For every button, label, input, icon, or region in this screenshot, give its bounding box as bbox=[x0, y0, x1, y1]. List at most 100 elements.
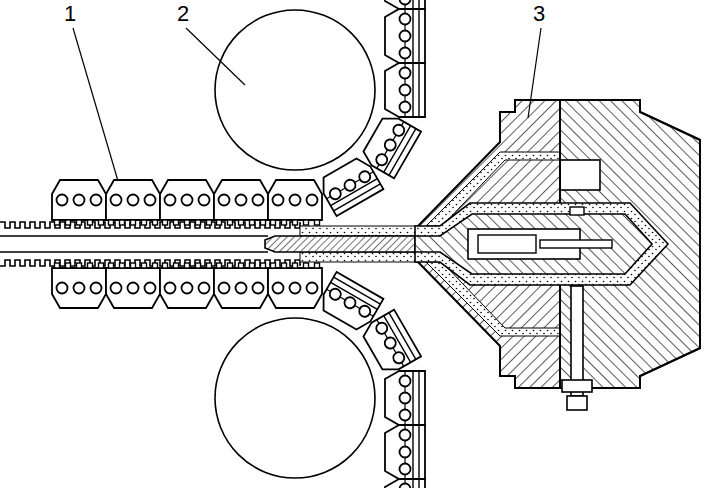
block-plate bbox=[389, 129, 416, 176]
melt-channel bbox=[415, 203, 668, 285]
block-tooth bbox=[88, 263, 93, 268]
mandrel bbox=[415, 214, 652, 274]
die-part bbox=[560, 160, 600, 190]
block-tooth bbox=[293, 263, 298, 268]
mould-block bbox=[385, 425, 425, 479]
block-tooth bbox=[120, 220, 125, 225]
block-tooth bbox=[174, 263, 179, 268]
block-tooth bbox=[282, 220, 287, 225]
mould-block bbox=[160, 180, 214, 225]
block-plate bbox=[412, 371, 413, 425]
chain-roller bbox=[357, 304, 372, 319]
pin bbox=[570, 207, 584, 215]
chain-roller bbox=[400, 464, 411, 475]
block-body bbox=[52, 180, 106, 220]
block-tooth bbox=[120, 263, 125, 268]
block-tooth bbox=[228, 263, 233, 268]
block-tooth bbox=[142, 263, 147, 268]
chain-roller bbox=[400, 484, 411, 488]
chain-roller bbox=[91, 195, 102, 206]
chain-roller bbox=[57, 195, 68, 206]
chain-roller bbox=[219, 195, 230, 206]
mould-block bbox=[385, 479, 425, 488]
mould-block bbox=[385, 63, 425, 117]
chain-roller bbox=[400, 410, 411, 421]
block-tooth bbox=[217, 220, 222, 225]
chain-roller bbox=[400, 68, 411, 79]
pipe-wall bbox=[0, 235, 268, 237]
block-body bbox=[385, 9, 425, 63]
chain-roller bbox=[128, 195, 139, 206]
pipe-wall bbox=[0, 251, 268, 253]
chain-roller bbox=[253, 283, 264, 294]
block-plate bbox=[389, 313, 416, 360]
block-tooth bbox=[239, 220, 244, 225]
block-tooth bbox=[131, 220, 136, 225]
joint-line bbox=[559, 285, 561, 388]
block-tooth bbox=[163, 263, 168, 268]
pin bbox=[540, 240, 612, 248]
block-plate bbox=[418, 371, 419, 425]
melt bbox=[300, 252, 418, 262]
chain-roller bbox=[400, 430, 411, 441]
chain-roller bbox=[273, 283, 284, 294]
mould-block bbox=[160, 263, 214, 308]
chain-roller bbox=[165, 283, 176, 294]
block-tooth bbox=[99, 263, 104, 268]
block-body bbox=[359, 112, 421, 179]
block-body bbox=[214, 180, 268, 220]
block-tooth bbox=[131, 263, 136, 268]
block-tooth bbox=[153, 263, 158, 268]
block-body bbox=[160, 180, 214, 220]
chain-roller bbox=[400, 31, 411, 42]
block-tooth bbox=[55, 263, 60, 268]
mould-block bbox=[268, 263, 322, 308]
chain-roller bbox=[342, 295, 357, 310]
chain-roller bbox=[290, 195, 301, 206]
chain-roller bbox=[357, 169, 372, 184]
block-tooth bbox=[293, 220, 298, 225]
block-tooth bbox=[315, 263, 320, 268]
sprocket bbox=[215, 318, 375, 478]
block-body bbox=[385, 479, 425, 488]
block-tooth bbox=[228, 220, 233, 225]
block-body bbox=[106, 268, 160, 308]
block-plate bbox=[334, 184, 381, 211]
block-tooth bbox=[217, 263, 222, 268]
block-tooth bbox=[304, 220, 309, 225]
sprocket bbox=[215, 10, 375, 170]
block-tooth bbox=[77, 263, 82, 268]
block-tooth bbox=[196, 220, 201, 225]
chain-roller bbox=[128, 283, 139, 294]
mould-block bbox=[385, 371, 425, 425]
callout-number: 1 bbox=[62, 2, 78, 26]
mould-block bbox=[268, 180, 322, 225]
bolt-head bbox=[567, 396, 587, 410]
chain-roller bbox=[273, 195, 284, 206]
melt bbox=[300, 226, 418, 236]
block-tooth bbox=[66, 263, 71, 268]
block-tooth bbox=[196, 263, 201, 268]
block-tooth bbox=[282, 263, 287, 268]
chain-roller bbox=[400, 0, 411, 5]
chain-roller bbox=[328, 287, 343, 302]
chain-roller bbox=[236, 283, 247, 294]
block-body bbox=[52, 268, 106, 308]
block-tooth bbox=[315, 220, 320, 225]
chain-roller bbox=[400, 85, 411, 96]
block-plate bbox=[418, 425, 419, 479]
block-tooth bbox=[142, 220, 147, 225]
chain-roller bbox=[391, 350, 406, 365]
leader-line bbox=[528, 28, 541, 118]
block-tooth bbox=[250, 220, 255, 225]
mould-block bbox=[52, 263, 106, 308]
block-tooth bbox=[109, 220, 114, 225]
chain-roller bbox=[400, 393, 411, 404]
cooling-plug bbox=[265, 236, 418, 252]
chain-roller bbox=[383, 137, 398, 152]
mould-block bbox=[214, 263, 268, 308]
chain-roller bbox=[145, 195, 156, 206]
chain-roller bbox=[57, 283, 68, 294]
